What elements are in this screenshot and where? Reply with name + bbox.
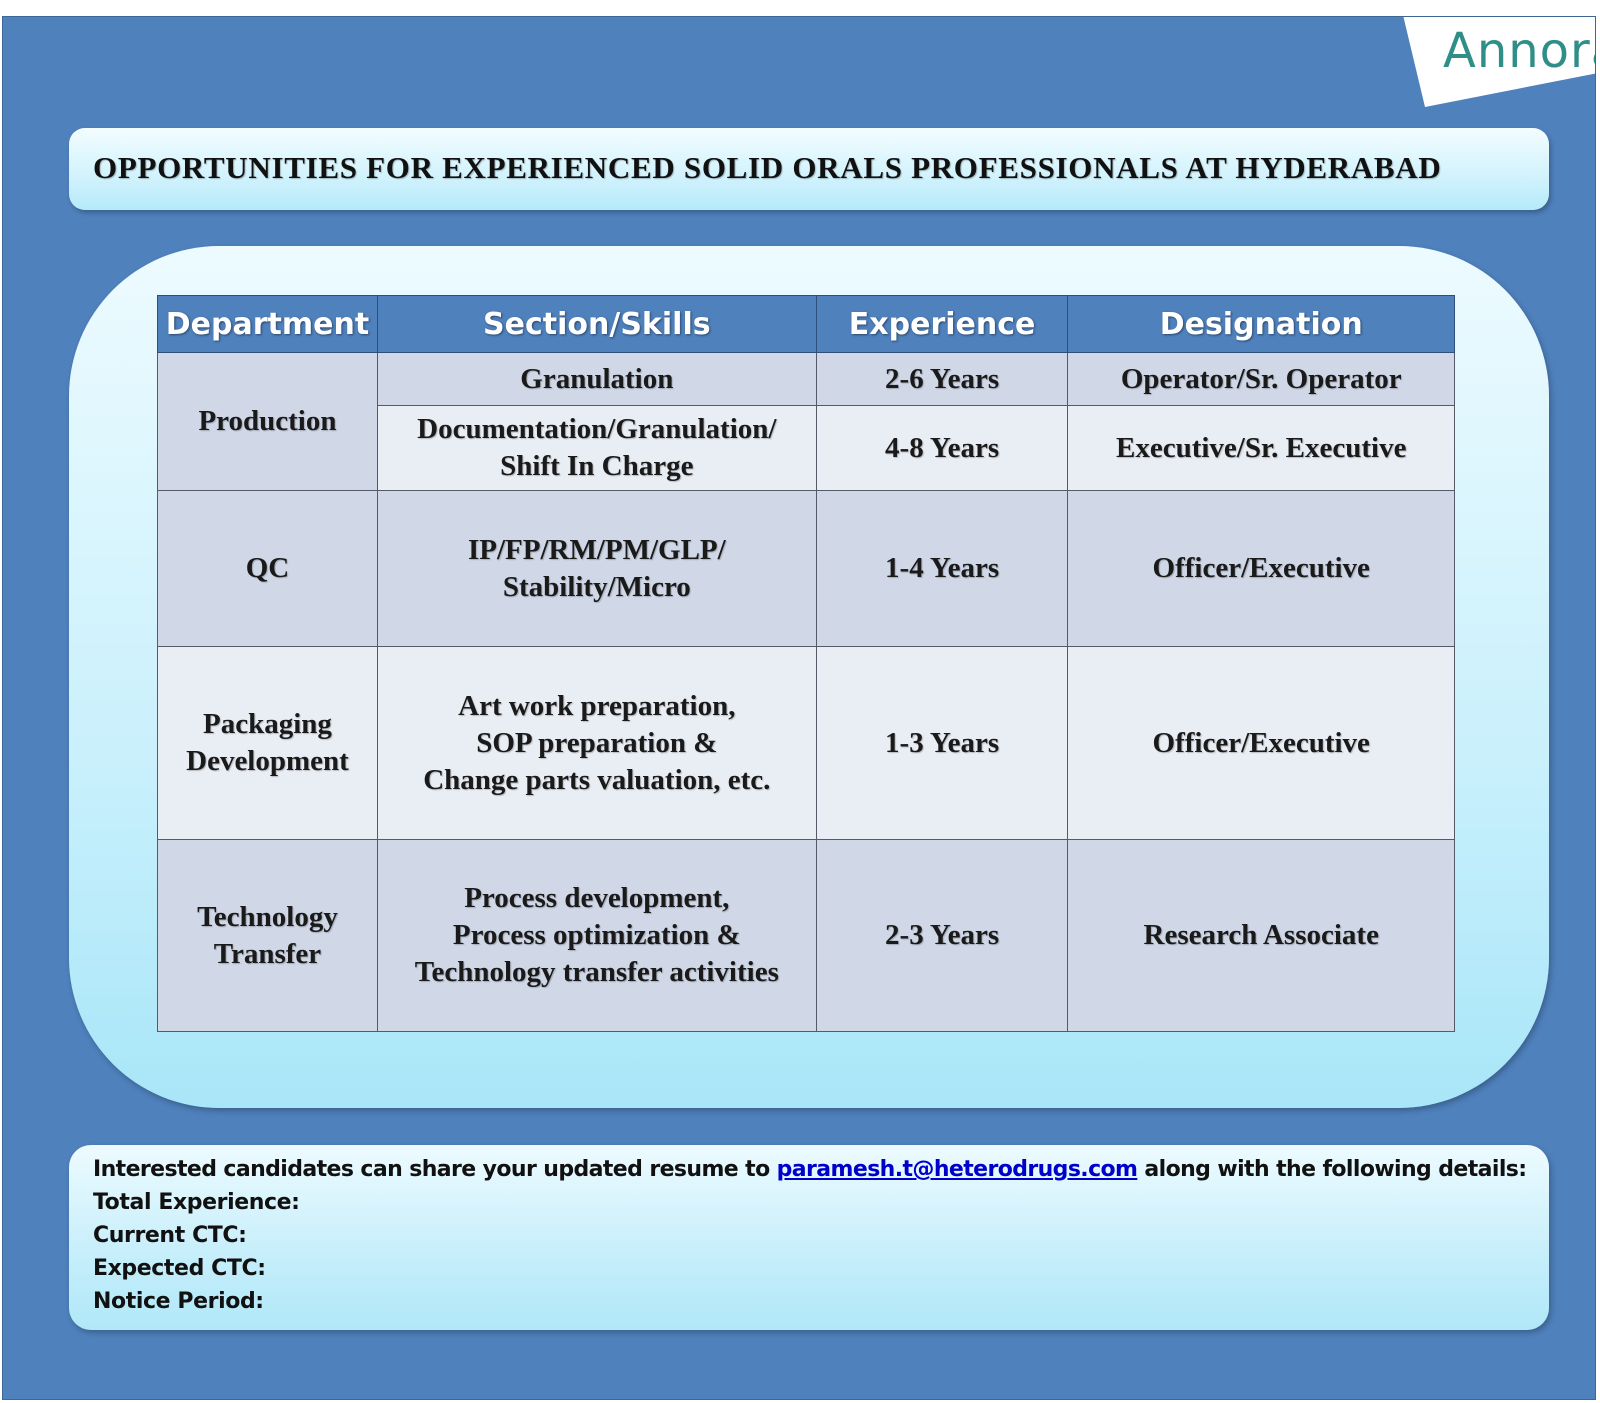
- detail-current-ctc: Current CTC:: [93, 1223, 247, 1248]
- detail-expected-ctc: Expected CTC:: [93, 1256, 266, 1281]
- table-row: Documentation/Granulation/ Shift In Char…: [158, 405, 1455, 491]
- table-row: Production Granulation 2-6 Years Operato…: [157, 352, 1455, 491]
- page-title: OPPORTUNITIES FOR EXPERIENCED SOLID ORAL…: [93, 150, 1442, 185]
- designation-cell: Officer/Executive: [1067, 646, 1455, 840]
- email-link[interactable]: paramesh.t@heterodrugs.com: [776, 1157, 1138, 1182]
- table-row: Technology Transfer Process development,…: [157, 839, 1455, 1032]
- department-cell: Packaging Development: [157, 646, 378, 840]
- experience-cell: 4-8 Years: [815, 405, 1069, 491]
- title-banner: OPPORTUNITIES FOR EXPERIENCED SOLID ORAL…: [69, 128, 1549, 210]
- experience-cell: 1-4 Years: [815, 490, 1069, 647]
- experience-cell: 2-6 Years: [815, 352, 1069, 406]
- skills-line: Documentation/Granulation/: [417, 413, 777, 445]
- header-department: Department: [157, 295, 378, 353]
- department-line: Technology: [197, 900, 338, 933]
- department-cell: QC: [157, 490, 378, 647]
- detail-total-experience: Total Experience:: [93, 1190, 300, 1215]
- department-line: Development: [186, 745, 349, 777]
- header-experience: Experience: [815, 295, 1069, 353]
- skills-cell: Documentation/Granulation/ Shift In Char…: [376, 405, 817, 491]
- department-line: Transfer: [213, 937, 322, 970]
- openings-table: Department Section/Skills Experience Des…: [157, 295, 1455, 1032]
- skills-line: Shift In Charge: [500, 450, 694, 482]
- table-row: Packaging Development Art work preparati…: [157, 646, 1455, 840]
- department-cell: Production: [157, 352, 378, 491]
- apply-text-before: Interested candidates can share your upd…: [93, 1157, 777, 1182]
- skills-line: Technology transfer activities: [414, 956, 779, 988]
- annora-logo: Annora: [1443, 23, 1595, 79]
- skills-cell: Process development, Process optimizatio…: [376, 839, 817, 1032]
- skills-line: IP/FP/RM/PM/GLP/: [467, 533, 726, 566]
- skills-line: Change parts valuation, etc.: [423, 763, 771, 796]
- skills-cell: Granulation: [376, 352, 817, 406]
- table-header-row: Department Section/Skills Experience Des…: [157, 295, 1455, 353]
- skills-line: SOP preparation &: [476, 726, 718, 759]
- department-cell: Technology Transfer: [157, 839, 378, 1032]
- skills-line: Process optimization &: [452, 919, 741, 951]
- department-line: Packaging: [203, 708, 332, 740]
- designation-cell: Officer/Executive: [1067, 490, 1455, 647]
- designation-cell: Executive/Sr. Executive: [1067, 405, 1455, 491]
- designation-cell: Operator/Sr. Operator: [1067, 352, 1455, 406]
- experience-cell: 1-3 Years: [815, 646, 1069, 840]
- skills-line: Granulation: [520, 362, 674, 395]
- skills-cell: IP/FP/RM/PM/GLP/ Stability/Micro: [376, 490, 817, 647]
- experience-cell: 2-3 Years: [815, 839, 1069, 1032]
- apply-text-after: along with the following details:: [1137, 1157, 1527, 1182]
- detail-notice-period: Notice Period:: [93, 1289, 264, 1314]
- footer-box: Interested candidates can share your upd…: [69, 1145, 1549, 1330]
- skills-line: Art work preparation,: [458, 689, 736, 722]
- apply-instructions: Interested candidates can share your upd…: [93, 1157, 1527, 1182]
- skills-line: Stability/Micro: [502, 570, 691, 603]
- skills-cell: Art work preparation, SOP preparation & …: [376, 646, 817, 840]
- table-row: QC IP/FP/RM/PM/GLP/ Stability/Micro 1-4 …: [157, 490, 1455, 647]
- header-section-skills: Section/Skills: [376, 295, 817, 353]
- designation-cell: Research Associate: [1067, 839, 1455, 1032]
- skills-line: Process development,: [464, 882, 730, 914]
- header-designation: Designation: [1067, 295, 1455, 353]
